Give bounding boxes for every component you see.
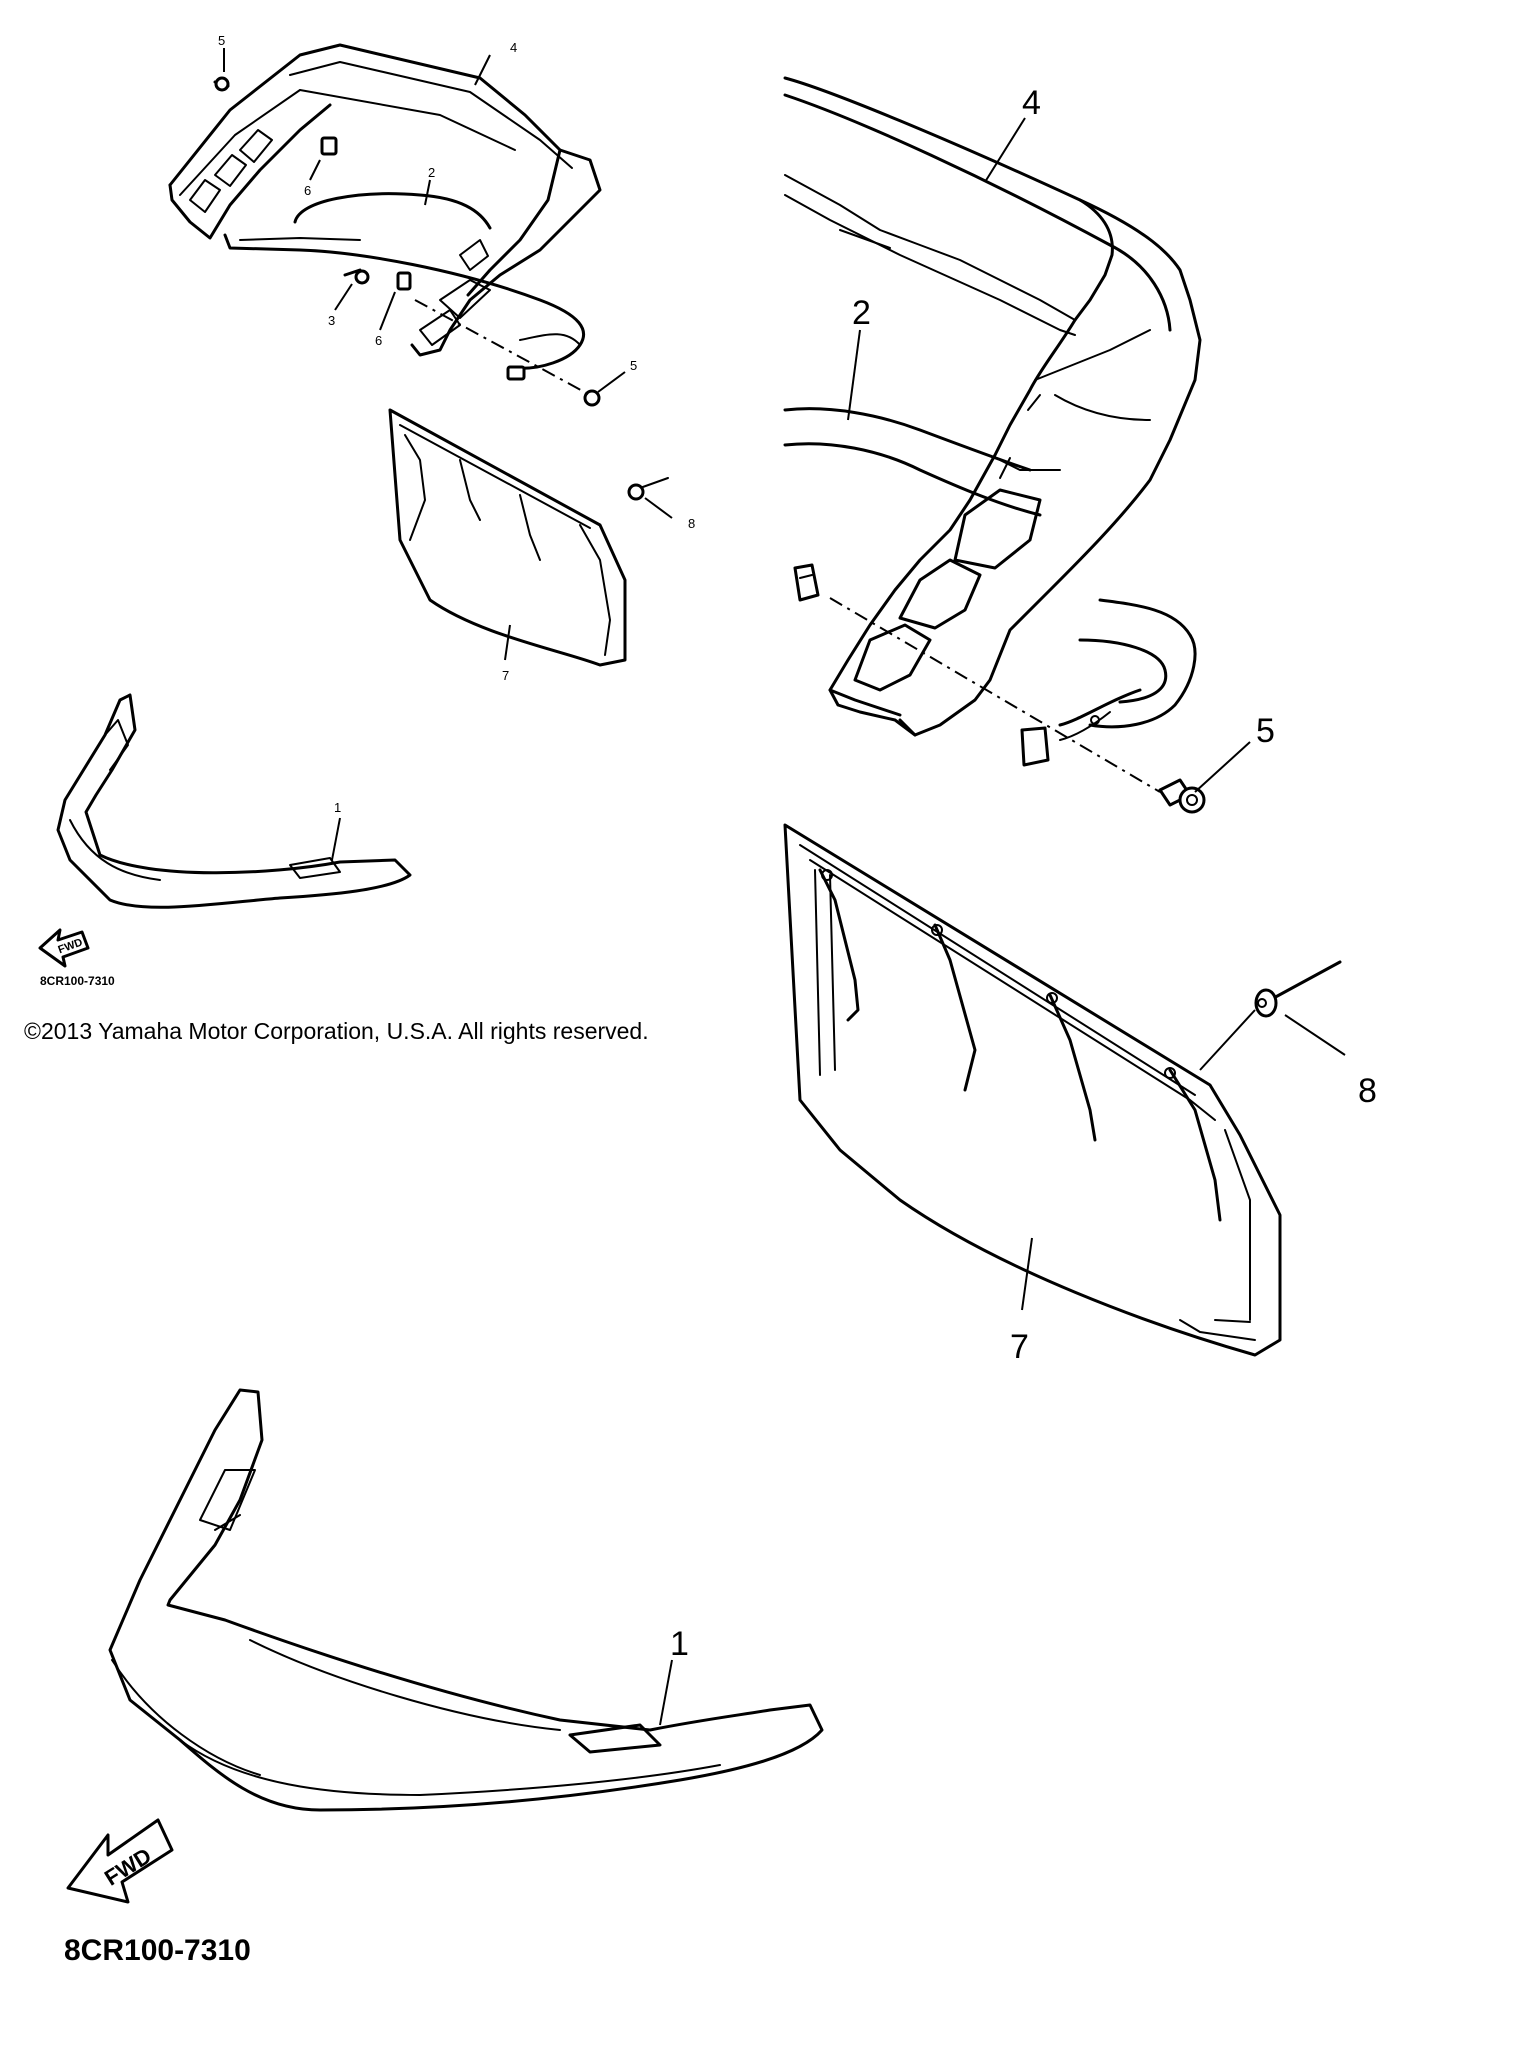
- part-1-front-bumper-large[interactable]: [108, 1388, 824, 1812]
- part-6-clip-large-a[interactable]: [793, 563, 820, 602]
- callout-large-4: 4: [1022, 84, 1041, 122]
- callout-small-5-bottom: 5: [630, 358, 637, 373]
- part-6-clip-small-a[interactable]: [320, 136, 338, 156]
- part-4-rear-guard-large[interactable]: [783, 76, 1202, 737]
- part-3-bolt-small[interactable]: [343, 268, 370, 285]
- part-4-rear-guard-small[interactable]: [168, 43, 602, 357]
- detail-diagram: FWD 8CR100-7310 4 2 5 8 7 1: [64, 76, 1377, 1967]
- overview-diagram: FWD 8CR100-7310 5 4 6 2 3 6 5 8 7 1: [38, 33, 695, 988]
- callout-large-7: 7: [1010, 1328, 1029, 1366]
- part-5-bolt-small-bottom[interactable]: [583, 389, 601, 407]
- callout-large-8: 8: [1358, 1072, 1377, 1110]
- callout-large-1: 1: [670, 1625, 689, 1663]
- part-5-bolt-large[interactable]: [1158, 778, 1206, 814]
- diagram-code-large: 8CR100-7310: [64, 1934, 251, 1967]
- callouts-large: 4 2 5 8 7 1: [659, 84, 1377, 1726]
- callout-small-7: 7: [502, 668, 509, 683]
- callout-small-4: 4: [510, 40, 517, 55]
- copyright-notice: ©2013 Yamaha Motor Corporation, U.S.A. A…: [24, 1018, 649, 1044]
- callouts-small: 5 4 6 2 3 6 5 8 7 1: [218, 33, 695, 861]
- axis-line-large: [829, 597, 1161, 793]
- part-2-bracket-large[interactable]: [783, 407, 1197, 741]
- callout-small-6-top: 6: [304, 183, 311, 198]
- part-7-snow-flap-small[interactable]: [388, 408, 627, 667]
- rivet-leader-line: [1199, 1009, 1256, 1071]
- part-1-front-bumper-small[interactable]: [56, 693, 412, 909]
- part-2-bracket-small[interactable]: [223, 192, 586, 370]
- part-8-rivet-small[interactable]: [627, 477, 669, 501]
- part-5-bolt-small-top[interactable]: [213, 76, 230, 92]
- callout-small-1: 1: [334, 800, 341, 815]
- callout-small-8: 8: [688, 516, 695, 531]
- callout-small-5-top: 5: [218, 33, 225, 48]
- fwd-arrow-large: FWD: [66, 1818, 174, 1904]
- part-6-clip-small-c[interactable]: [506, 365, 526, 381]
- callout-small-6-bottom: 6: [375, 333, 382, 348]
- diagram-code-small: 8CR100-7310: [40, 974, 115, 988]
- part-7-snow-flap-large[interactable]: [783, 823, 1282, 1357]
- part-6-clip-large-b[interactable]: [1020, 726, 1050, 767]
- callout-small-3: 3: [328, 313, 335, 328]
- callout-small-2: 2: [428, 165, 435, 180]
- fwd-arrow-small: FWD: [38, 928, 90, 968]
- axis-line-small: [414, 299, 591, 396]
- callout-large-5: 5: [1256, 712, 1275, 750]
- part-8-rivet-large[interactable]: [1254, 960, 1342, 1018]
- part-6-clip-small-b[interactable]: [396, 271, 412, 291]
- callout-large-2: 2: [852, 294, 871, 332]
